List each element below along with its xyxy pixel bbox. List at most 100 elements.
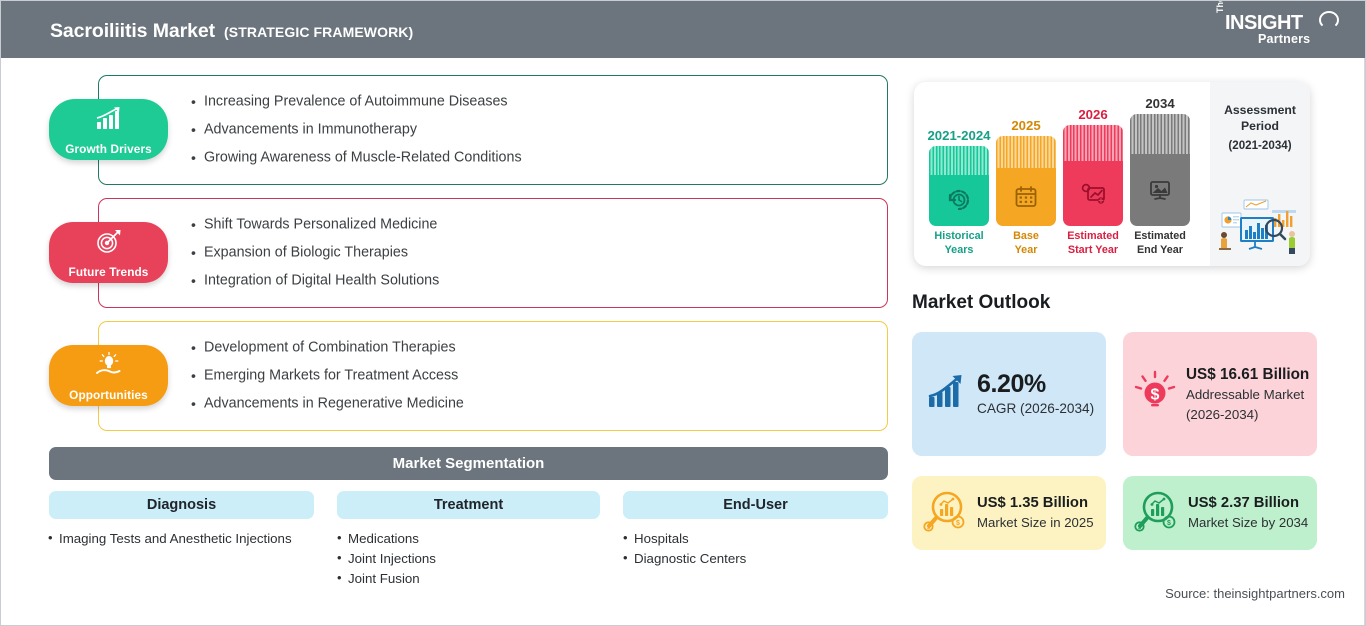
list-item: Joint Injections xyxy=(337,548,600,569)
list-item: Imaging Tests and Anesthetic Injections xyxy=(48,528,314,549)
timeline-item-estimated-end: 2034 Estimated End Year xyxy=(1127,96,1193,257)
assessment-period-box: Assessment Period (2021-2034) xyxy=(1210,82,1310,266)
list-item: Joint Fusion xyxy=(337,568,600,589)
badge-growth-drivers[interactable]: Growth Drivers xyxy=(49,99,168,160)
insight-partners-logo: The INSIGHT Partners xyxy=(1215,1,1345,51)
outlook-value: US$ 2.37 Billion xyxy=(1188,495,1300,512)
list-item: Increasing Prevalence of Autoimmune Dise… xyxy=(191,87,522,116)
badge-label: Future Trends xyxy=(68,265,149,279)
outlook-label: CAGR (2026-2034) xyxy=(977,400,1095,416)
outlook-card-text: 6.20% CAGR (2026-2034) xyxy=(977,370,1106,419)
presentation-screen-icon xyxy=(1150,181,1170,201)
segment-chip-label: Treatment xyxy=(433,497,504,513)
diagnosis-items: Imaging Tests and Anesthetic Injections xyxy=(48,528,314,549)
list-item: Integration of Digital Health Solutions xyxy=(191,267,439,295)
badge-opportunities[interactable]: Opportunities xyxy=(49,345,168,406)
page-title: Sacroiliitis Market xyxy=(50,20,216,42)
list-item: Development of Combination Therapies xyxy=(191,333,464,362)
section-card-growth-drivers: Increasing Prevalence of Autoimmune Dise… xyxy=(98,75,888,185)
outlook-card-text: US$ 16.61 Billion Addressable Market (20… xyxy=(1186,364,1317,425)
list-item: Medications xyxy=(337,528,600,549)
badge-label: Opportunities xyxy=(69,388,148,402)
future-trends-list: Shift Towards Personalized Medicine Expa… xyxy=(191,210,439,296)
assessment-period-title: Assessment Period xyxy=(1224,103,1296,133)
list-item: Advancements in Immunotherapy xyxy=(191,115,522,144)
timeline-bar xyxy=(1130,114,1190,226)
outlook-card-market-size-2025: $ $ US$ 1.35 Billion Market Size in 2025 xyxy=(912,476,1106,550)
outlook-value: US$ 1.35 Billion xyxy=(977,495,1089,512)
bar-chart-growth-icon xyxy=(94,106,124,132)
timeline-bars: 2021-2024 Historical Years xyxy=(914,82,1214,266)
outlook-label: Market Size in 2025 xyxy=(977,515,1094,531)
page-header: Sacroiliitis Market (STRATEGIC FRAMEWORK… xyxy=(1,1,1365,58)
logo-insight-text: INSIGHT xyxy=(1225,12,1303,34)
magnifier-chart-icon: $ $ xyxy=(922,488,968,539)
outlook-card-addressable-market: $ US$ 16.61 Billion Addressable Market (… xyxy=(1123,332,1317,456)
outlook-card-text: US$ 2.37 Billion Market Size by 2034 xyxy=(1188,493,1317,533)
barcode-stripe xyxy=(1130,114,1190,155)
lightbulb-hand-icon xyxy=(94,351,124,378)
clock-history-icon xyxy=(948,190,970,211)
timeline-bar xyxy=(1063,125,1123,226)
timeline-bar xyxy=(996,136,1056,226)
timeline-bar-body xyxy=(996,168,1056,226)
segment-chip-end-user[interactable]: End-User xyxy=(623,491,888,519)
dollar-bulb-icon: $ xyxy=(1133,370,1177,419)
segmentation-column-treatment: Treatment Medications Joint Injections J… xyxy=(337,491,600,589)
target-arrow-icon xyxy=(94,229,124,255)
source-text: Source: theinsightpartners.com xyxy=(1165,586,1345,601)
bar-chart-arrow-up-icon xyxy=(926,373,968,416)
list-item: Growing Awareness of Muscle-Related Cond… xyxy=(191,144,522,172)
barcode-stripe xyxy=(1063,125,1123,162)
timeline-bar-body xyxy=(929,174,989,226)
svg-text:$: $ xyxy=(1167,520,1171,527)
list-item: Emerging Markets for Treatment Access xyxy=(191,361,464,390)
logo-the-text: The xyxy=(1215,0,1225,13)
outlook-value: 6.20% xyxy=(977,369,1046,398)
section-card-opportunities: Development of Combination Therapies Eme… xyxy=(98,321,888,431)
magnifier-chart-icon: $ $ xyxy=(1133,488,1179,539)
section-card-future-trends: Shift Towards Personalized Medicine Expa… xyxy=(98,198,888,308)
list-item: Expansion of Biologic Therapies xyxy=(191,238,439,267)
badge-label: Growth Drivers xyxy=(65,142,152,156)
svg-text:$: $ xyxy=(1138,525,1141,531)
right-divider xyxy=(1364,58,1365,625)
segmentation-column-diagnosis: Diagnosis Imaging Tests and Anesthetic I… xyxy=(48,491,314,549)
badge-future-trends[interactable]: Future Trends xyxy=(49,222,168,283)
list-item: Diagnostic Centers xyxy=(623,548,888,569)
segment-chip-label: End-User xyxy=(723,497,788,513)
outlook-card-cagr: 6.20% CAGR (2026-2034) xyxy=(912,332,1106,456)
segment-chip-label: Diagnosis xyxy=(146,497,217,513)
segmentation-column-end-user: End-User Hospitals Diagnostic Centers xyxy=(623,491,888,569)
timeline-year: 2034 xyxy=(1145,96,1175,111)
svg-text:$: $ xyxy=(927,525,930,531)
timeline-caption: Estimated End Year xyxy=(1134,230,1186,256)
outlook-card-market-size-2034: $ $ US$ 2.37 Billion Market Size by 2034 xyxy=(1123,476,1317,550)
timeline-bar-body xyxy=(1063,161,1123,226)
list-item: Shift Towards Personalized Medicine xyxy=(191,210,439,239)
timeline-year: 2025 xyxy=(1011,118,1041,133)
barcode-stripe xyxy=(996,136,1056,169)
calendar-icon xyxy=(1015,186,1037,208)
svg-text:$: $ xyxy=(956,520,960,527)
timeline-bar-body xyxy=(1130,154,1190,226)
treatment-items: Medications Joint Injections Joint Fusio… xyxy=(337,528,600,589)
outlook-label: Market Size by 2034 xyxy=(1188,515,1309,531)
timeline-year: 2021-2024 xyxy=(927,128,991,143)
outlook-card-text: US$ 1.35 Billion Market Size in 2025 xyxy=(977,493,1106,533)
timeline-year: 2026 xyxy=(1078,107,1108,122)
segment-chip-treatment[interactable]: Treatment xyxy=(337,491,600,519)
person-right xyxy=(1289,231,1295,254)
segment-chip-diagnosis[interactable]: Diagnosis xyxy=(49,491,314,519)
assessment-period-range: (2021-2034) xyxy=(1228,139,1292,152)
header-title-group: Sacroiliitis Market (STRATEGIC FRAMEWORK… xyxy=(50,20,413,43)
svg-text:$: $ xyxy=(1151,386,1160,403)
list-item: Advancements in Regenerative Medicine xyxy=(191,390,464,418)
market-segmentation-header: Market Segmentation xyxy=(49,447,888,480)
timeline-caption: Estimated Start Year xyxy=(1067,230,1119,256)
list-item: Hospitals xyxy=(623,528,888,549)
timeline-bar xyxy=(929,146,989,226)
timeline-caption: Historical Years xyxy=(934,230,984,256)
outlook-value: US$ 16.61 Billion xyxy=(1186,365,1310,383)
